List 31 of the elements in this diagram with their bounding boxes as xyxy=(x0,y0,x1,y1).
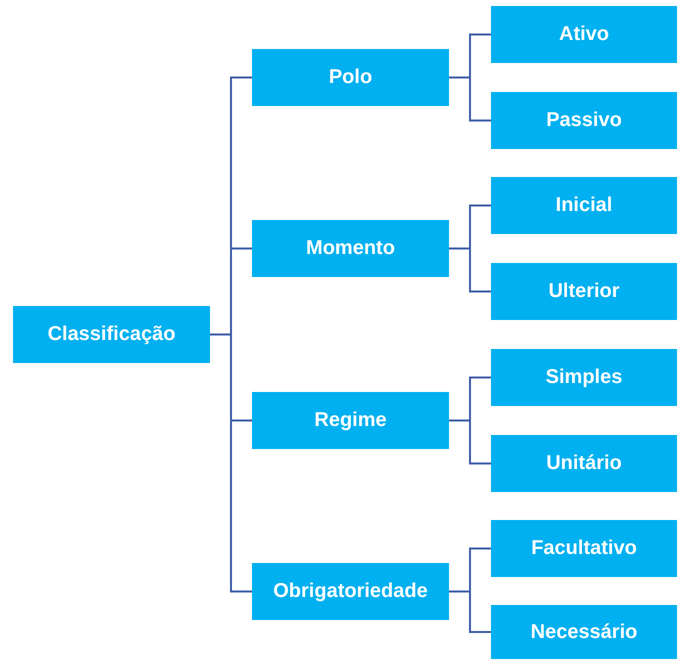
category-box xyxy=(252,220,449,277)
category-box xyxy=(491,177,677,234)
category-box xyxy=(491,349,677,406)
category-box xyxy=(13,306,210,363)
category-box xyxy=(491,605,677,659)
connector-line xyxy=(449,248,491,292)
category-label: Obrigatoriedade xyxy=(273,580,428,603)
connector-line xyxy=(449,420,491,464)
category-label: Passivo xyxy=(546,109,622,132)
category-label: Ativo xyxy=(559,23,609,46)
category-label: Inicial xyxy=(556,194,612,217)
category-label: Classificação xyxy=(48,323,176,346)
category-box xyxy=(252,563,449,620)
category-box xyxy=(491,435,677,492)
category-box xyxy=(491,6,677,63)
category-label: Momento xyxy=(306,237,395,260)
connector-line xyxy=(449,590,491,633)
category-box xyxy=(252,49,449,106)
category-label: Simples xyxy=(546,366,622,389)
category-label: Facultativo xyxy=(531,537,637,560)
connector-line xyxy=(210,334,252,592)
category-label: Regime xyxy=(314,409,387,432)
category-label: Unitário xyxy=(546,452,622,475)
category-label: Necessário xyxy=(530,620,638,644)
connector-line xyxy=(449,76,491,122)
category-box xyxy=(491,520,677,577)
category-box xyxy=(491,263,677,320)
category-box xyxy=(491,92,677,149)
category-box xyxy=(252,392,449,449)
category-label: Ulterior xyxy=(548,280,620,303)
category-label: Polo xyxy=(328,66,372,89)
